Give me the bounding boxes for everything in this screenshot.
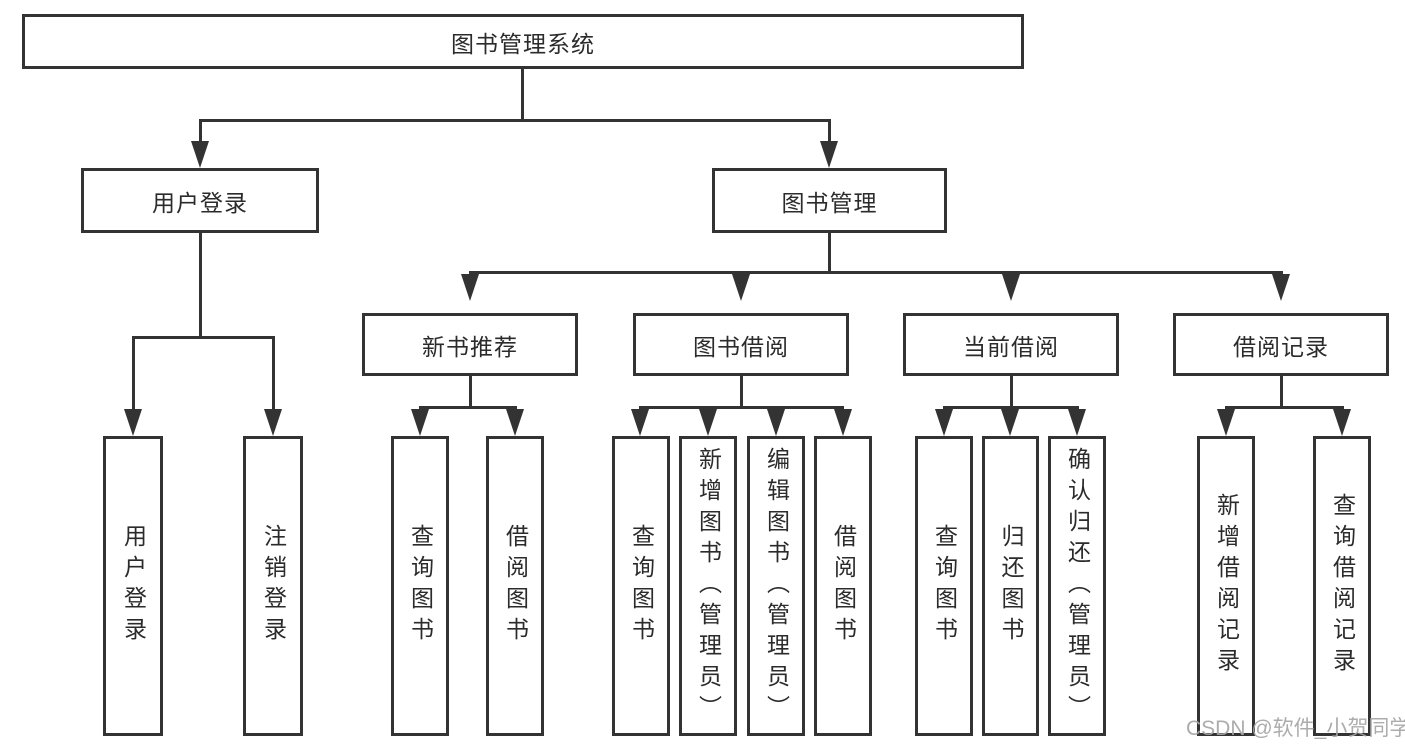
leaf-label: 查询借阅记录 (1329, 493, 1356, 679)
leaf-logout: 注销登录 (243, 436, 303, 736)
connector-drop-user-login (199, 119, 202, 144)
node-book-borrowing: 图书借阅 (633, 313, 849, 376)
connector-borrow-records-trunk (1280, 376, 1283, 408)
arrow-down-icon (834, 409, 852, 436)
connector-new-book-rec-trunk (469, 376, 472, 408)
node-new-book-recommendation: 新书推荐 (362, 313, 578, 376)
arrow-down-icon (1217, 409, 1235, 436)
leaf-label: 查询图书 (931, 524, 958, 648)
leaf-rec-borrow-books: 借阅图书 (486, 436, 544, 736)
connector-book-borrow-trunk (740, 376, 743, 408)
node-book-management: 图书管理 (712, 168, 947, 233)
arrow-down-icon (264, 409, 282, 436)
leaf-borrow-add-books: 新增图书（管理员） (679, 436, 737, 736)
leaf-current-query-books: 查询图书 (915, 436, 973, 736)
leaf-label: 查询图书 (407, 524, 434, 648)
leaf-borrow-query-books: 查询图书 (612, 436, 670, 736)
arrow-down-icon (124, 409, 142, 436)
leaf-borrow-borrow-books: 借阅图书 (814, 436, 872, 736)
csdn-watermark: CSDN @软件_小贺同学 (1186, 717, 1405, 740)
node-label: 新书推荐 (422, 333, 518, 360)
node-current-borrowing: 当前借阅 (903, 313, 1119, 376)
connector-user-login-crossbar (132, 336, 275, 339)
arrow-down-icon (506, 409, 524, 436)
arrow-down-icon (1333, 409, 1351, 436)
leaf-label: 确认归还（管理员） (1064, 446, 1091, 726)
arrow-down-icon (1272, 274, 1290, 301)
connector-book-mgmt-crossbar (469, 271, 1283, 274)
leaf-label: 查询图书 (628, 524, 655, 648)
leaf-current-return-books: 归还图书 (982, 436, 1039, 736)
leaf-current-confirm-return: 确认归还（管理员） (1048, 436, 1106, 736)
leaf-label: 新增借阅记录 (1213, 493, 1240, 679)
node-label: 用户登录 (152, 189, 248, 216)
arrow-down-icon (1068, 409, 1086, 436)
connector-current-borrow-crossbar (943, 406, 1079, 409)
leaf-borrow-edit-books: 编辑图书（管理员） (747, 436, 805, 736)
arrow-down-icon (411, 409, 429, 436)
leaf-label: 归还图书 (998, 524, 1024, 648)
connector-user-login-trunk (199, 233, 202, 338)
arrow-down-icon (767, 409, 785, 436)
connector-drop-leaf-logout (272, 336, 275, 410)
node-label: 图书管理 (781, 189, 878, 216)
leaf-label: 注销登录 (260, 524, 287, 648)
leaf-label: 借阅图书 (502, 524, 529, 648)
node-label: 图书管理系统 (451, 30, 595, 57)
node-label: 图书借阅 (693, 333, 789, 360)
connector-borrow-records-crossbar (1225, 406, 1344, 409)
arrow-down-icon (935, 409, 953, 436)
node-user-login: 用户登录 (81, 168, 319, 233)
arrow-down-icon (191, 141, 209, 168)
node-library-management-system: 图书管理系统 (22, 14, 1024, 69)
node-borrowing-records: 借阅记录 (1173, 313, 1389, 376)
arrow-down-icon (461, 274, 479, 301)
connector-root-crossbar (199, 119, 831, 122)
arrow-down-icon (1002, 274, 1020, 301)
leaf-label: 新增图书（管理员） (695, 446, 722, 726)
leaf-label: 借阅图书 (830, 524, 857, 648)
connector-new-book-rec-crossbar (419, 406, 517, 409)
leaf-rec-query-books: 查询图书 (391, 436, 449, 736)
node-label: 当前借阅 (963, 333, 1059, 360)
connector-book-mgmt-trunk (828, 233, 831, 273)
leaf-user-login: 用户登录 (103, 436, 163, 736)
leaf-records-add-record: 新增借阅记录 (1197, 436, 1255, 736)
arrow-down-icon (820, 141, 838, 168)
leaf-label: 编辑图书（管理员） (763, 446, 790, 726)
connector-book-borrow-crossbar (639, 406, 844, 409)
arrow-down-icon (631, 409, 649, 436)
arrow-down-icon (1001, 409, 1019, 436)
node-label: 借阅记录 (1233, 333, 1329, 360)
arrow-down-icon (732, 274, 750, 301)
leaf-records-query-record: 查询借阅记录 (1313, 436, 1371, 736)
connector-drop-book-mgmt (828, 119, 831, 144)
connector-drop-leaf-user-login (132, 336, 135, 410)
connector-current-borrow-trunk (1010, 376, 1013, 408)
leaf-label: 用户登录 (120, 524, 147, 648)
arrow-down-icon (699, 409, 717, 436)
connector-root-trunk (521, 67, 524, 121)
